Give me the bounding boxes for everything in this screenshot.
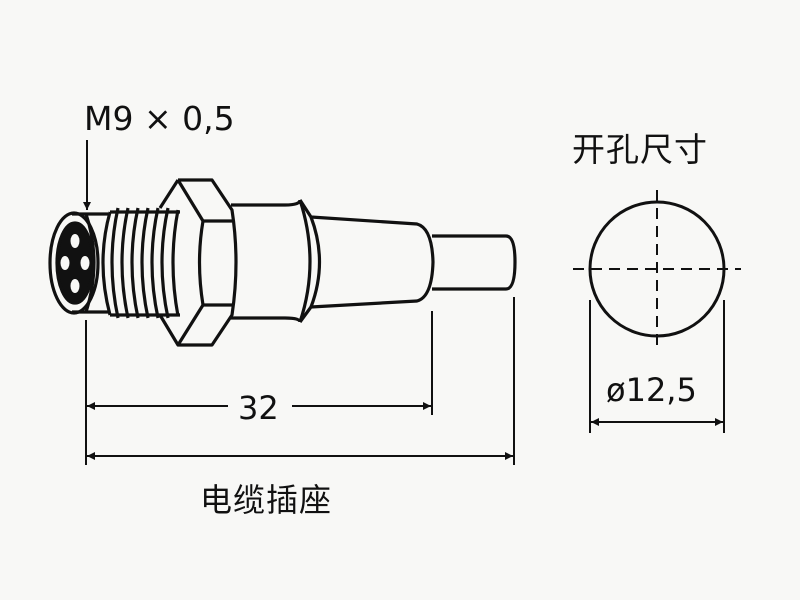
cable-boot: [298, 199, 435, 323]
cutout-circle: [573, 190, 741, 350]
cutout-title: 开孔尺寸: [572, 130, 708, 169]
thread: [101, 207, 180, 319]
length-dimension-label: 32: [238, 389, 279, 427]
cable: [432, 234, 517, 291]
connector-pins: [60, 234, 90, 293]
body-cylinder: [231, 199, 302, 323]
cutout-diameter-label: ø12,5: [606, 371, 697, 409]
connector-face: [48, 211, 100, 315]
component-caption: 电缆插座: [200, 481, 333, 519]
thread-spec-label: M9 × 0,5: [84, 99, 235, 138]
hex-nut: [158, 178, 238, 347]
